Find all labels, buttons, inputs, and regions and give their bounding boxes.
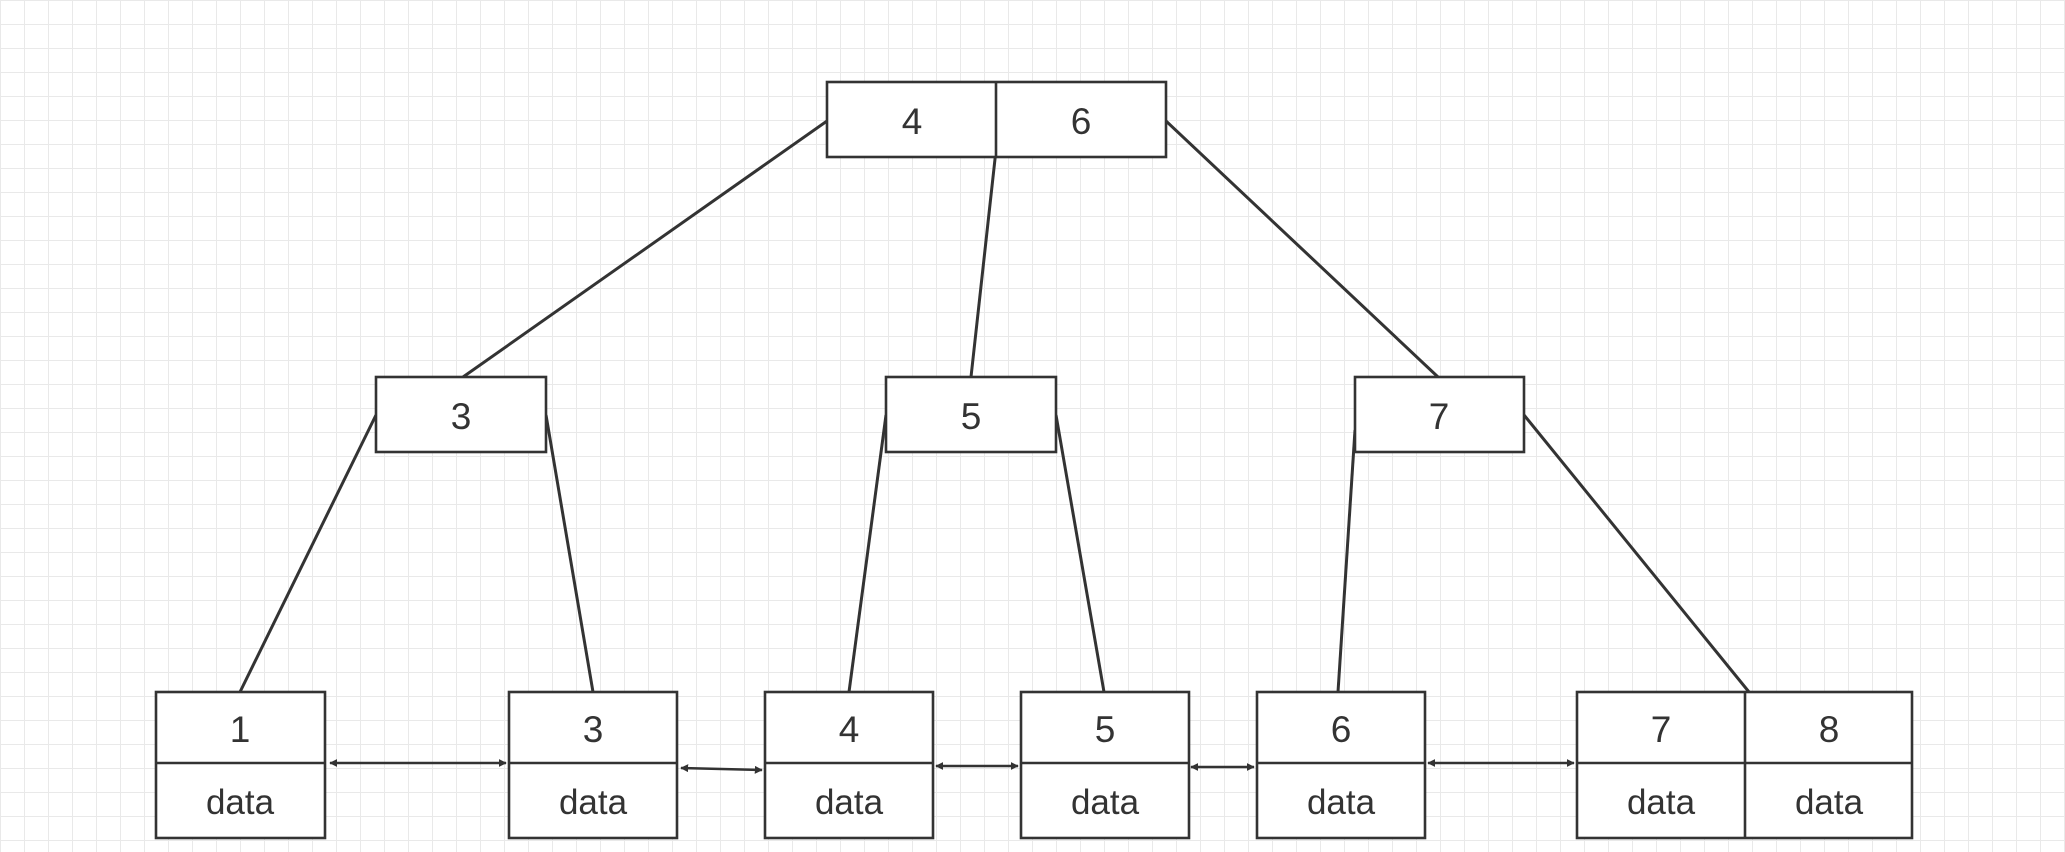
- edge-node-3-to-leaf-1: [238, 414, 378, 693]
- leaf-node-6: 6 data: [1255, 690, 1427, 840]
- leaf-data: data: [559, 783, 628, 822]
- leaf-node-7-8: 7 data 8 data: [1575, 690, 1914, 840]
- leaf-node-3: 3 data: [507, 690, 679, 840]
- root-node: 4 6: [825, 80, 1168, 159]
- edge-node-5-to-leaf-5: [1054, 414, 1106, 693]
- leaf-node-4: 4 data: [763, 690, 935, 840]
- edge-root-to-node-7: [1164, 119, 1440, 379]
- edge-node-7-to-leaf-7-8: [1522, 414, 1751, 693]
- leaf-data: data: [206, 783, 275, 822]
- leaf-key: 4: [839, 709, 860, 750]
- root-key-2: 6: [1071, 101, 1092, 142]
- leaf-key: 7: [1651, 709, 1672, 750]
- edge-root-to-node-3: [462, 119, 828, 379]
- internal-node-5: 5: [884, 375, 1058, 454]
- internal-key: 3: [451, 396, 472, 437]
- leaf-data: data: [1795, 783, 1864, 822]
- leaf-data: data: [815, 783, 884, 822]
- leaf-key: 5: [1095, 709, 1116, 750]
- edge-node-3-to-leaf-3: [544, 414, 595, 693]
- edge-root-to-node-5: [969, 149, 998, 378]
- leaf-key: 3: [583, 709, 604, 750]
- internal-node-3: 3: [374, 375, 548, 454]
- leaf-data: data: [1627, 783, 1696, 822]
- leaf-node-1: 1 data: [154, 690, 327, 840]
- leaf-key: 6: [1331, 709, 1352, 750]
- leaf-key: 1: [230, 709, 251, 750]
- edge-node-5-to-leaf-4: [847, 414, 888, 693]
- leaf-data: data: [1307, 783, 1376, 822]
- internal-key: 7: [1429, 396, 1450, 437]
- leaf-node-5: 5 data: [1019, 690, 1191, 840]
- internal-node-7: 7: [1353, 375, 1526, 454]
- leaf-data: data: [1071, 783, 1140, 822]
- leaf-link-3-4: [680, 764, 763, 774]
- edge-node-7-to-leaf-6: [1336, 429, 1357, 693]
- leaf-key: 8: [1819, 709, 1840, 750]
- internal-key: 5: [961, 396, 982, 437]
- root-key-1: 4: [902, 101, 923, 142]
